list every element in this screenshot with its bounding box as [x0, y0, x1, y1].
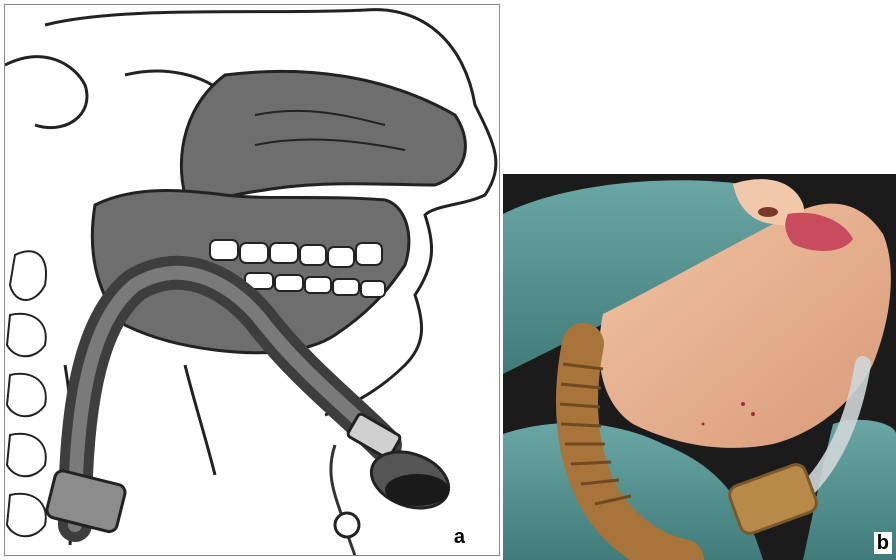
- sagittal-airway-drawing: [5, 5, 500, 556]
- panel-b-photograph: b: [503, 174, 896, 560]
- tube-cuff: [45, 469, 126, 533]
- clinical-photo: [503, 174, 896, 560]
- vertebrae: [7, 251, 46, 536]
- panel-label-b: b: [874, 532, 892, 554]
- nasal-cavity: [181, 71, 465, 199]
- pilot-line: [331, 445, 355, 556]
- panel-label-a: a: [454, 527, 465, 547]
- panel-a-illustration: a: [4, 4, 500, 556]
